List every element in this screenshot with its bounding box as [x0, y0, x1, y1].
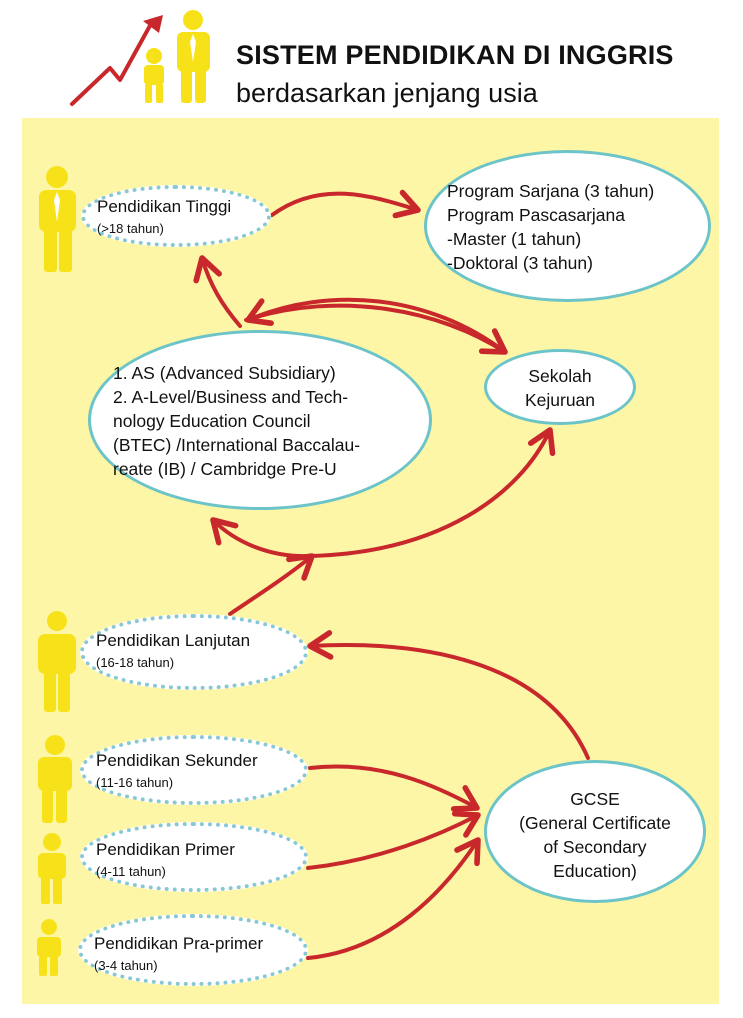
node-line: -Master (1 tahun): [447, 229, 582, 249]
adult-with-tie-icon: [39, 166, 76, 272]
node-line: Program Pascasarjana: [447, 205, 625, 225]
arrow-lanjutan-branch: [228, 553, 315, 616]
node-line: 2. A-Level/Business and Tech-: [113, 387, 349, 407]
arrow-alevel-to-tinggi: [193, 255, 242, 328]
node-pendidikan-pra-primer: Pendidikan Pra-primer (3-4 tahun): [78, 914, 308, 986]
arrow-alevel-to-kejuruan: [244, 303, 508, 355]
node-pendidikan-tinggi: Pendidikan Tinggi (>18 tahun): [81, 185, 271, 247]
node-pendidikan-lanjutan: Pendidikan Lanjutan (16-18 tahun): [80, 614, 308, 690]
node-age: (11-16 tahun): [96, 775, 174, 790]
arrow-tinggi-to-sarjana: [270, 189, 421, 219]
node-line: Sekolah: [528, 366, 592, 386]
node-label: Pendidikan Sekunder: [96, 751, 258, 770]
node-line: (BTEC) /International Baccalau-: [113, 435, 361, 455]
node-age: (4-11 tahun): [96, 864, 166, 879]
node-sekolah-kejuruan: Sekolah Kejuruan: [484, 349, 636, 425]
node-label: Pendidikan Lanjutan: [96, 631, 251, 650]
adult-figure-icon: [177, 10, 210, 103]
node-age: (16-18 tahun): [96, 655, 175, 670]
teen-figure-icon: [38, 611, 76, 712]
page-title: SISTEM PENDIDIKAN DI INGGRIS: [236, 40, 674, 70]
arrow-primer-to-gcse: [306, 810, 481, 870]
node-line: Education): [553, 861, 637, 881]
node-line: nology Education Council: [113, 411, 311, 431]
toddler-figure-icon: [37, 919, 61, 976]
arrow-branch-to-kejuruan: [310, 427, 556, 558]
node-pendidikan-sekunder: Pendidikan Sekunder (11-16 tahun): [80, 735, 308, 805]
youth-figure-icon: [38, 735, 72, 823]
arrow-sekunder-to-gcse: [308, 764, 480, 812]
growth-arrow-icon: [70, 15, 163, 106]
node-line: -Doktoral (3 tahun): [447, 253, 593, 273]
node-line: reate (IB) / Cambridge Pre-U: [113, 459, 337, 479]
node-age: (3-4 tahun): [94, 958, 158, 973]
node-program-sarjana: Program Sarjana (3 tahun) Program Pascas…: [424, 150, 711, 302]
page-subtitle: berdasarkan jenjang usia: [236, 78, 538, 108]
node-age: (>18 tahun): [97, 221, 164, 236]
node-line: Kejuruan: [524, 390, 596, 410]
arrow-praprimer-to-gcse: [306, 837, 481, 960]
node-line: 1. AS (Advanced Subsidiary): [113, 363, 336, 383]
node-line: (General Certificate: [519, 813, 671, 833]
arrow-branch-to-alevel: [210, 517, 314, 559]
arrow-kejuruan-to-alevel: [245, 297, 507, 354]
node-label: Pendidikan Primer: [96, 840, 235, 859]
child-figure-icon: [144, 48, 164, 103]
child-figure-icon: [38, 833, 66, 904]
node-gcse: GCSE (General Certificate of Secondary E…: [484, 760, 706, 903]
node-label: Pendidikan Tinggi: [97, 197, 232, 216]
node-line: GCSE: [570, 789, 620, 809]
node-line: Program Sarjana (3 tahun): [447, 181, 655, 201]
node-line: of Secondary: [543, 837, 647, 857]
node-pendidikan-primer: Pendidikan Primer (4-11 tahun): [80, 822, 308, 892]
node-label: Pendidikan Pra-primer: [94, 934, 264, 953]
node-a-level: 1. AS (Advanced Subsidiary) 2. A-Level/B…: [88, 330, 432, 510]
arrow-gcse-to-lanjutan: [307, 630, 590, 760]
header-illustration: [70, 10, 210, 106]
